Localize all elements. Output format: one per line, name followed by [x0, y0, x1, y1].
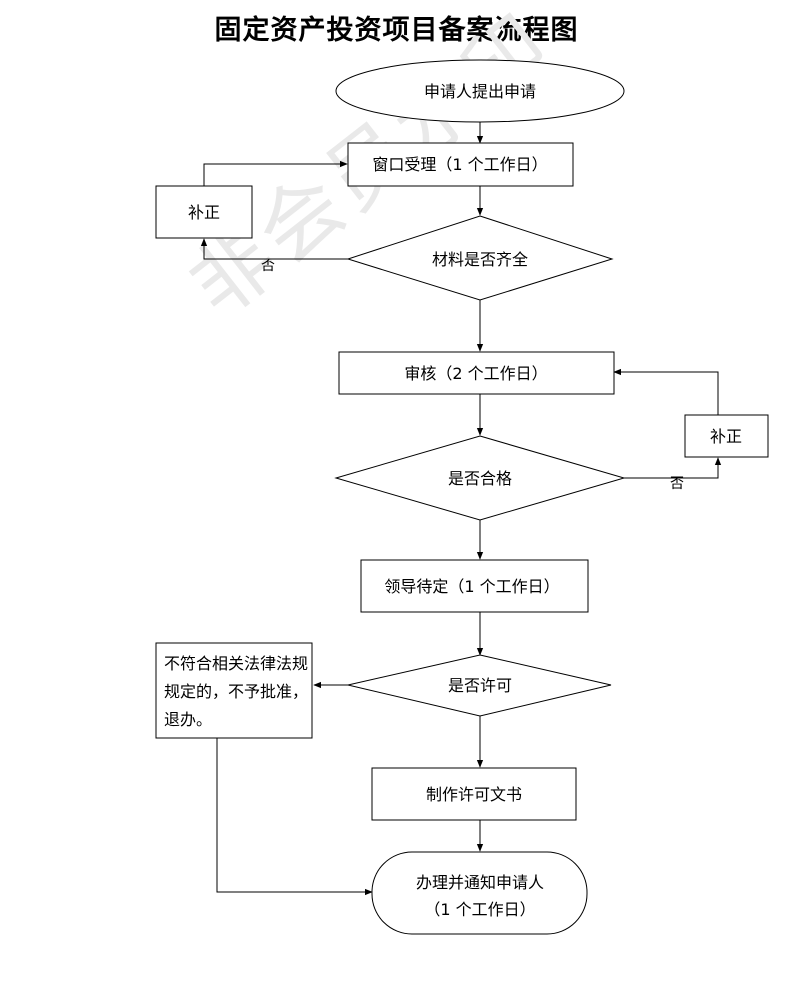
- start-node-label: 申请人提出申请: [424, 82, 536, 101]
- connectors: [200, 122, 722, 896]
- arrow-reject-to-notify: [216, 738, 373, 896]
- permit-decision: 是否许可: [347, 654, 612, 717]
- arrow-check-to-fix1: [200, 238, 348, 260]
- qualified-decision: 是否合格: [334, 435, 626, 521]
- reject-node: [155, 642, 313, 739]
- qualified-label: 是否合格: [448, 469, 512, 488]
- review-node: 审核（2 个工作日）: [338, 351, 615, 395]
- make-doc-label: 制作许可文书: [426, 785, 522, 804]
- window-node: 窗口受理（1 个工作日）: [347, 142, 574, 187]
- check-materials-decision: 材料是否齐全: [346, 215, 614, 301]
- leader-node-label: 领导待定（1 个工作日）: [384, 577, 559, 596]
- leader-node: 领导待定（1 个工作日）: [360, 559, 589, 613]
- notify-label-line1: 办理并通知申请人: [416, 873, 544, 892]
- no-label-2: 否: [670, 476, 684, 492]
- fix-node-1-label: 补正: [188, 203, 220, 222]
- fix-node-2-label: 补正: [710, 427, 742, 446]
- check-materials-label: 材料是否齐全: [432, 250, 528, 269]
- permit-label: 是否许可: [448, 676, 512, 695]
- no-label-1: 否: [261, 258, 275, 274]
- fix-node-1: 补正: [155, 185, 253, 239]
- arrow-qualified-to-fix2: [624, 457, 722, 479]
- review-node-label: 审核（2 个工作日）: [404, 364, 547, 383]
- start-node: 申请人提出申请: [335, 59, 625, 123]
- reject-node-label: 不符合相关法律法规规定的，不予批准，退办。: [164, 654, 309, 729]
- notify-label-line2: （1 个工作日）: [424, 900, 535, 919]
- diagram-title: 固定资产投资项目备案流程图: [214, 15, 579, 46]
- make-doc-node: 制作许可文书: [371, 767, 577, 821]
- arrow-fix2-to-review: [613, 368, 719, 415]
- fix-node-2: 补正: [684, 414, 769, 458]
- window-node-label: 窗口受理（1 个工作日）: [372, 155, 547, 174]
- arrow-fix1-to-window: [203, 160, 348, 186]
- notify-node: 办理并通知申请人 （1 个工作日）: [371, 851, 588, 935]
